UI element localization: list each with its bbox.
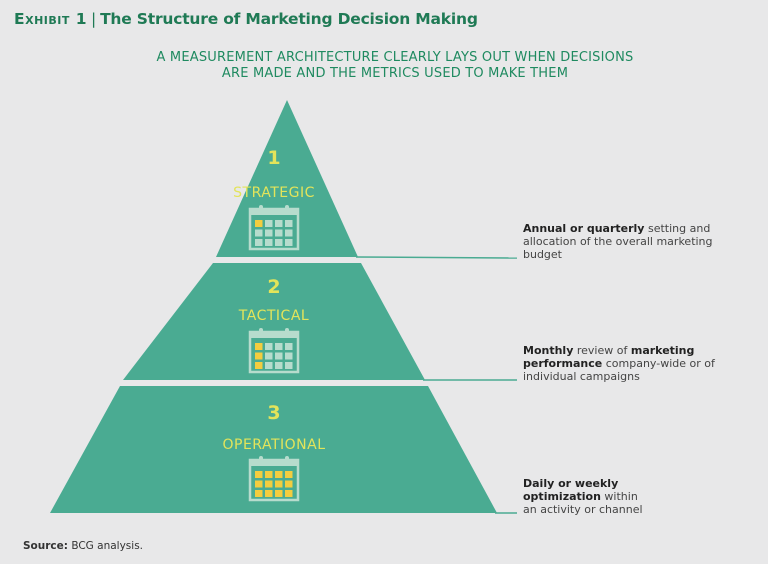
tier-3-number: 3 bbox=[267, 402, 281, 424]
calendar-day bbox=[285, 239, 293, 246]
calendar-day bbox=[285, 362, 293, 369]
calendar-day bbox=[265, 480, 273, 488]
tier-2-label: TACTICAL bbox=[238, 308, 310, 324]
desc-text: within an activity or channel bbox=[523, 490, 643, 516]
calendar-header bbox=[250, 332, 298, 338]
calendar-ring bbox=[259, 205, 263, 214]
calendar-day bbox=[265, 343, 273, 350]
desc-text: setting and allocation of the overall ma… bbox=[523, 222, 713, 261]
calendar-header bbox=[250, 209, 298, 215]
desc-bold: Monthly bbox=[523, 344, 574, 357]
calendar-day bbox=[265, 220, 273, 227]
desc-bold: Daily or weekly optimization bbox=[523, 477, 619, 503]
title-divider: | bbox=[91, 10, 97, 28]
calendar-ring bbox=[285, 456, 289, 465]
subtitle-line-2: ARE MADE AND THE METRICS USED TO MAKE TH… bbox=[221, 66, 569, 81]
calendar-day bbox=[285, 480, 293, 488]
tier-3-shape bbox=[50, 386, 497, 513]
calendar-day bbox=[285, 229, 293, 237]
tier-3-description: Daily or weekly optimization within an a… bbox=[523, 477, 648, 516]
calendar-ring bbox=[285, 205, 289, 214]
tier-1-label: STRATEGIC bbox=[233, 185, 315, 201]
desc-bold: Annual or quarterly bbox=[523, 222, 645, 235]
tier-1-leader-line bbox=[355, 256, 518, 259]
desc-text-2: company-wide or of individual campaigns bbox=[523, 357, 715, 383]
calendar-day bbox=[275, 239, 283, 246]
calendar-day bbox=[255, 490, 263, 497]
calendar-day bbox=[275, 471, 283, 478]
source-note: Source: BCG analysis. bbox=[23, 540, 143, 552]
calendar-day bbox=[255, 471, 263, 478]
calendar-ring bbox=[259, 456, 263, 465]
calendar-day bbox=[265, 239, 273, 246]
calendar-day bbox=[265, 490, 273, 497]
tier-1-description: Annual or quarterly setting and allocati… bbox=[523, 222, 723, 261]
tier-2-number: 2 bbox=[267, 276, 281, 298]
desc-bold-2: marketing performance bbox=[523, 344, 695, 370]
calendar-day bbox=[275, 362, 283, 369]
calendar-day bbox=[275, 480, 283, 488]
calendar-header bbox=[250, 460, 298, 466]
calendar-icon bbox=[248, 205, 300, 251]
calendar-day bbox=[255, 239, 263, 246]
tier-3-label: OPERATIONAL bbox=[222, 437, 326, 453]
calendar-day bbox=[275, 490, 283, 497]
calendar-ring bbox=[285, 328, 289, 337]
desc-text: review of bbox=[573, 344, 631, 357]
exhibit-number: Exhibit 1 bbox=[14, 10, 88, 28]
tier-2-description: Monthly review of marketing performance … bbox=[523, 344, 723, 383]
calendar-day bbox=[255, 220, 263, 227]
calendar-day bbox=[265, 471, 273, 478]
calendar-day bbox=[255, 343, 263, 350]
tier-1-number: 1 bbox=[267, 147, 281, 169]
calendar-day bbox=[285, 471, 293, 478]
calendar-day bbox=[255, 352, 263, 360]
exhibit-title: Exhibit 1|The Structure of Marketing Dec… bbox=[14, 10, 478, 28]
calendar-ring bbox=[259, 328, 263, 337]
calendar-day bbox=[285, 352, 293, 360]
subtitle: A MEASUREMENT ARCHITECTURE CLEARLY LAYS … bbox=[120, 50, 670, 82]
calendar-day bbox=[275, 352, 283, 360]
calendar-day bbox=[265, 352, 273, 360]
calendar-day bbox=[255, 480, 263, 488]
calendar-day bbox=[275, 220, 283, 227]
calendar-icon bbox=[248, 456, 300, 502]
calendar-day bbox=[255, 362, 263, 369]
calendar-day bbox=[265, 362, 273, 369]
calendar-day bbox=[285, 343, 293, 350]
calendar-day bbox=[265, 229, 273, 237]
source-label: Source: bbox=[23, 540, 68, 552]
calendar-icon bbox=[248, 328, 300, 374]
tier-2-shape bbox=[123, 263, 425, 380]
calendar-day bbox=[285, 490, 293, 497]
calendar-day bbox=[285, 220, 293, 227]
source-text: BCG analysis. bbox=[67, 540, 143, 552]
tier-1-shape bbox=[216, 100, 358, 257]
calendar-day bbox=[275, 229, 283, 237]
calendar-day bbox=[255, 229, 263, 237]
subtitle-line-1: A MEASUREMENT ARCHITECTURE CLEARLY LAYS … bbox=[156, 50, 634, 65]
page-title: The Structure of Marketing Decision Maki… bbox=[100, 10, 478, 28]
calendar-day bbox=[275, 343, 283, 350]
